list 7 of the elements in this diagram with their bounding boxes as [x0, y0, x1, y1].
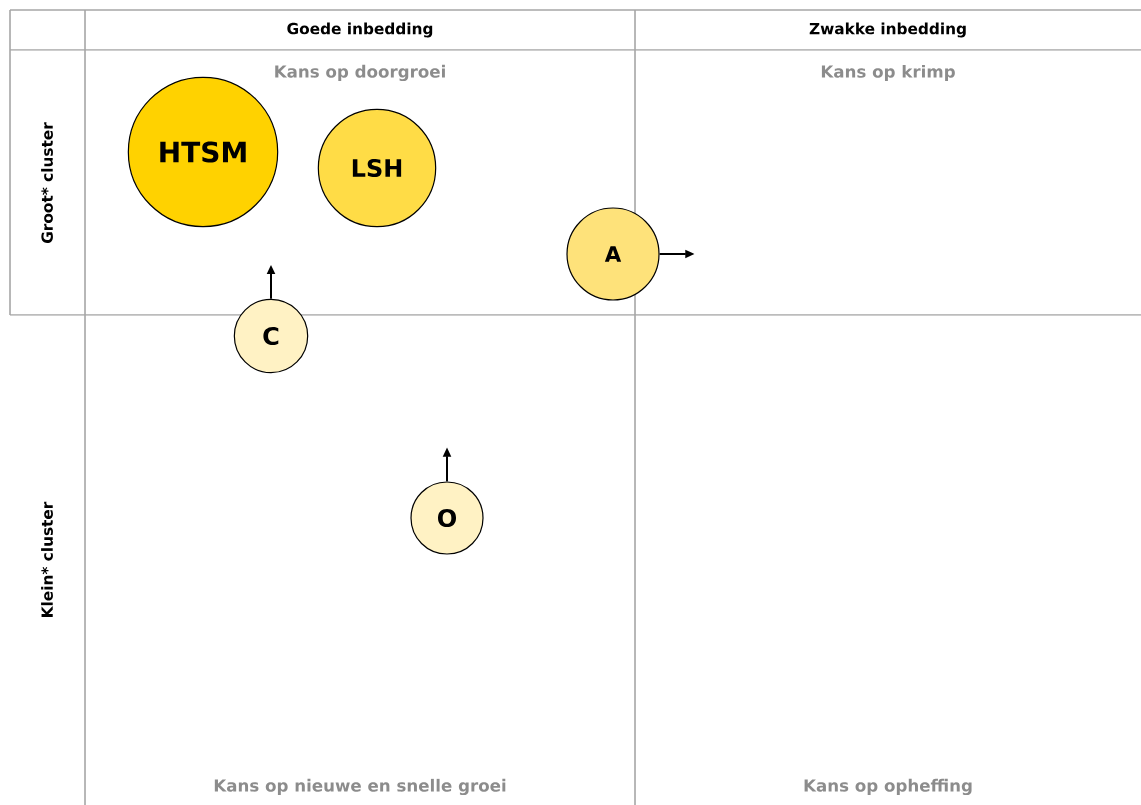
header-label: Klein* cluster [41, 501, 53, 617]
quadrant-label: Kans op opheffing [804, 778, 972, 796]
header-label: Groot* cluster [41, 122, 53, 243]
header-label: Goede inbedding [287, 22, 433, 38]
quadrant-label: Kans op nieuwe en snelle groei [214, 778, 506, 796]
header-label: Zwakke inbedding [809, 22, 966, 38]
quadrant-label: Kans op krimp [821, 64, 955, 82]
